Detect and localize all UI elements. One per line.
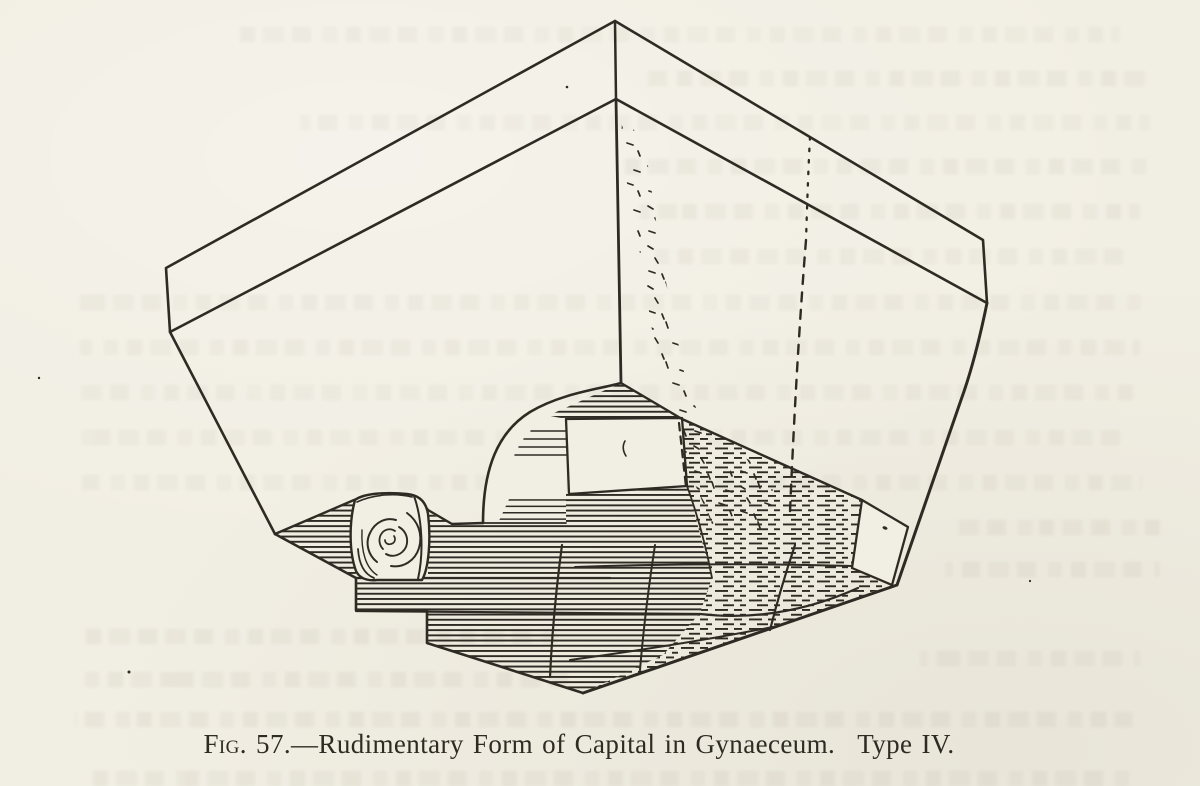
bottom-right-edge [581,583,899,695]
front-vertical-edge [614,97,623,385]
gable-hatching [536,383,683,421]
caption-separator: — [291,729,319,759]
radial-line-3 [548,543,564,679]
abacus-slab-outline [164,19,989,334]
stipple-shading [620,110,738,524]
dashed-guide-line-short [677,421,688,489]
right-corner-facet [850,498,910,587]
radial-line-1 [686,485,713,579]
left-profile-edge [168,330,277,536]
transverse-line-1 [574,563,853,568]
echinus-tick-mark [622,440,627,457]
figure-caption: Fig. 57.—Rudimentary Form of Capital in … [0,727,1158,761]
right-lower-texture [583,568,892,693]
radial-line-2 [768,543,797,632]
mid-strip-hatching [428,486,712,578]
ink-specks [37,85,1032,674]
left-triangle-hatching [275,500,356,578]
right-upper-boundary [680,417,864,502]
underside-hatching [427,611,700,693]
radial-line-4 [639,544,656,671]
right-silhouette [895,301,989,587]
band-hatching [356,578,712,613]
bottom-left-edges [273,532,585,695]
caption-type-label: Type IV. [857,729,955,759]
bell-shading [275,110,892,693]
dashed-guide-line-lower [788,238,808,514]
gable-right-edge [619,381,684,421]
abacus-front-corner-edge [613,19,618,101]
arch-inner-hatch-lines [514,430,567,456]
transverse-line-2 [569,626,774,661]
arch-curve [481,381,623,525]
volute-top-inner-line [356,493,413,503]
arch-face-hatch [498,497,566,523]
volute-block [349,491,431,582]
figure-number-label: Fig. 57. [203,729,291,759]
stipple-shading-right [726,452,774,540]
volute-shade-arc-2 [361,529,378,576]
dashed-guide-line-upper [804,135,812,242]
volute-shade-arc-1 [357,548,375,579]
caption-title: Rudimentary Form of Capital in Gynaeceum… [318,729,836,759]
volute-spiral [366,512,422,568]
